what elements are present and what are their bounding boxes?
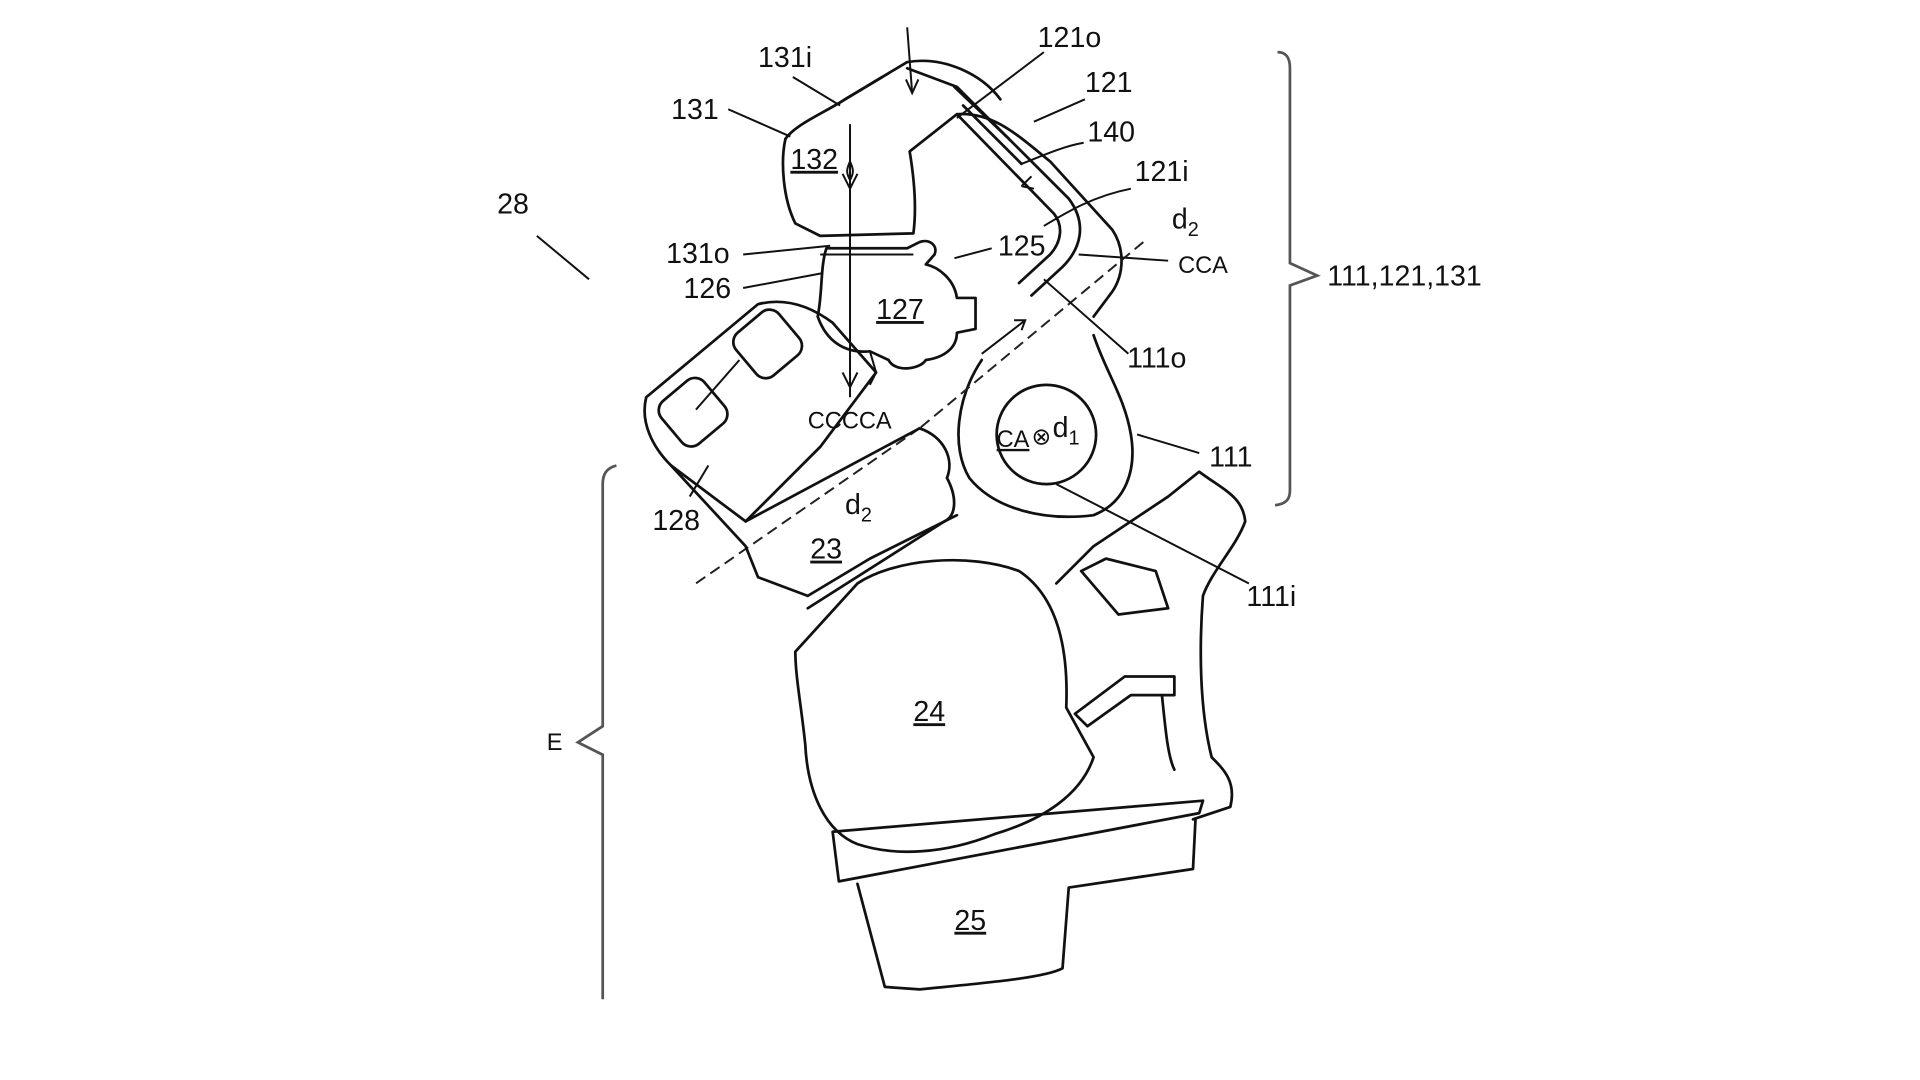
cylinder-head-23: [669, 426, 959, 610]
label-111: 111: [1209, 442, 1252, 474]
label-28: 28: [497, 189, 529, 221]
center-axis-dashed: [918, 241, 1144, 430]
flow-arrow-in: [906, 27, 914, 94]
label-cccca: CCCCA: [808, 407, 892, 433]
leader-lines: [536, 51, 1250, 585]
label-131: 131: [671, 94, 719, 126]
label-e: E: [547, 729, 563, 755]
label-25: 25: [954, 905, 986, 937]
center-axis-symbol: ⊗: [1031, 423, 1051, 449]
label-121: 121: [1085, 67, 1133, 99]
flange-128: [643, 300, 878, 523]
flow-arrow-up-duct: [1020, 175, 1035, 190]
label-cca: CCA: [1178, 252, 1228, 278]
label-127: 127: [876, 294, 924, 326]
label-132: 132: [790, 144, 838, 176]
exhaust-manifold-131: [781, 59, 1123, 318]
label-140: 140: [1087, 117, 1135, 149]
oil-pan-25: [831, 799, 1205, 991]
label-d2-upper: d2: [1172, 203, 1199, 240]
engine-block-24: [793, 470, 1247, 854]
label-126: 126: [683, 273, 731, 305]
label-111i: 111i: [1246, 581, 1296, 613]
label-d2-lower: d2: [845, 489, 872, 526]
label-ca: CA: [997, 426, 1030, 452]
label-111o: 111o: [1127, 342, 1186, 374]
label-23: 23: [810, 534, 842, 566]
label-125: 125: [998, 231, 1046, 263]
label-24: 24: [913, 696, 945, 728]
brace-upper-group: [1274, 50, 1321, 507]
label-d1: d1: [1053, 412, 1080, 449]
label-131o: 131o: [666, 238, 730, 270]
brace-engine: [575, 464, 617, 1000]
converter-inner-circle: [995, 383, 1098, 486]
label-121o: 121o: [1038, 22, 1102, 54]
flow-arrows: [841, 27, 1035, 398]
label-131i: 131i: [758, 42, 812, 74]
label-128: 128: [652, 505, 700, 537]
converter-111: [695, 241, 1144, 585]
label-upper-group: 111,121,131: [1327, 261, 1482, 293]
label-121i: 121i: [1135, 156, 1189, 188]
flow-arrow-up-converter: [981, 319, 1027, 355]
